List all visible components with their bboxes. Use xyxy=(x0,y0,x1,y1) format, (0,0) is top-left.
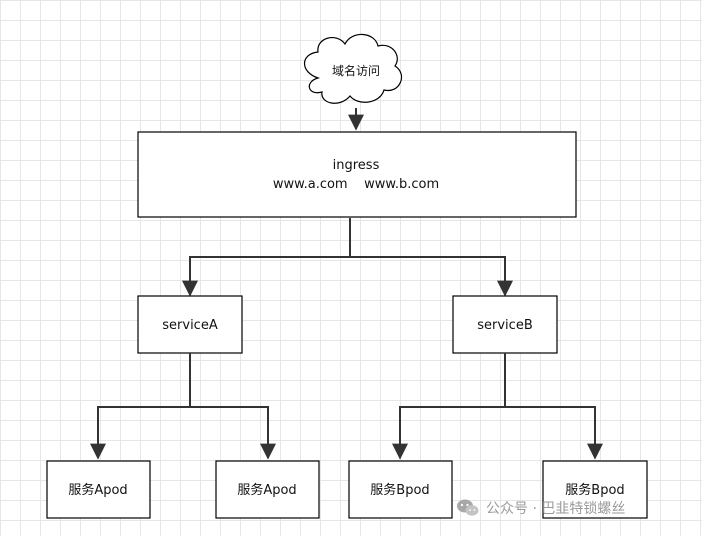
service-a-box: serviceA xyxy=(137,295,243,354)
domain-access-cloud: 域名访问 xyxy=(303,33,403,104)
cloud-label: 域名访问 xyxy=(332,63,380,78)
service-a-label: serviceA xyxy=(162,318,218,333)
service-b-label: serviceB xyxy=(477,318,533,333)
connector-service-b-pods xyxy=(392,353,603,460)
pod-b2-label: 服务Bpod xyxy=(565,482,624,498)
service-b-box: serviceB xyxy=(452,295,558,354)
wechat-icon xyxy=(457,499,479,516)
watermark: 公众号 · 巴韭特锁螺丝 xyxy=(456,498,625,518)
watermark-text: 公众号 · 巴韭特锁螺丝 xyxy=(486,501,626,517)
ingress-hosts: www.a.com www.b.com xyxy=(273,177,439,192)
pod-a1-box: 服务Apod xyxy=(46,460,151,519)
pod-b2-box: 服务Bpod xyxy=(542,460,648,519)
ingress-title: ingress xyxy=(333,158,380,173)
pod-b1-box: 服务Bpod xyxy=(348,460,453,519)
pod-a2-label: 服务Apod xyxy=(237,482,296,498)
connector-service-a-pods xyxy=(90,353,276,460)
pod-a2-box: 服务Apod xyxy=(215,460,320,519)
pod-b1-label: 服务Bpod xyxy=(370,482,429,498)
pod-a1-label: 服务Apod xyxy=(68,482,127,498)
connector-ingress-services xyxy=(182,218,513,297)
ingress-box: ingress www.a.com www.b.com xyxy=(137,131,577,218)
